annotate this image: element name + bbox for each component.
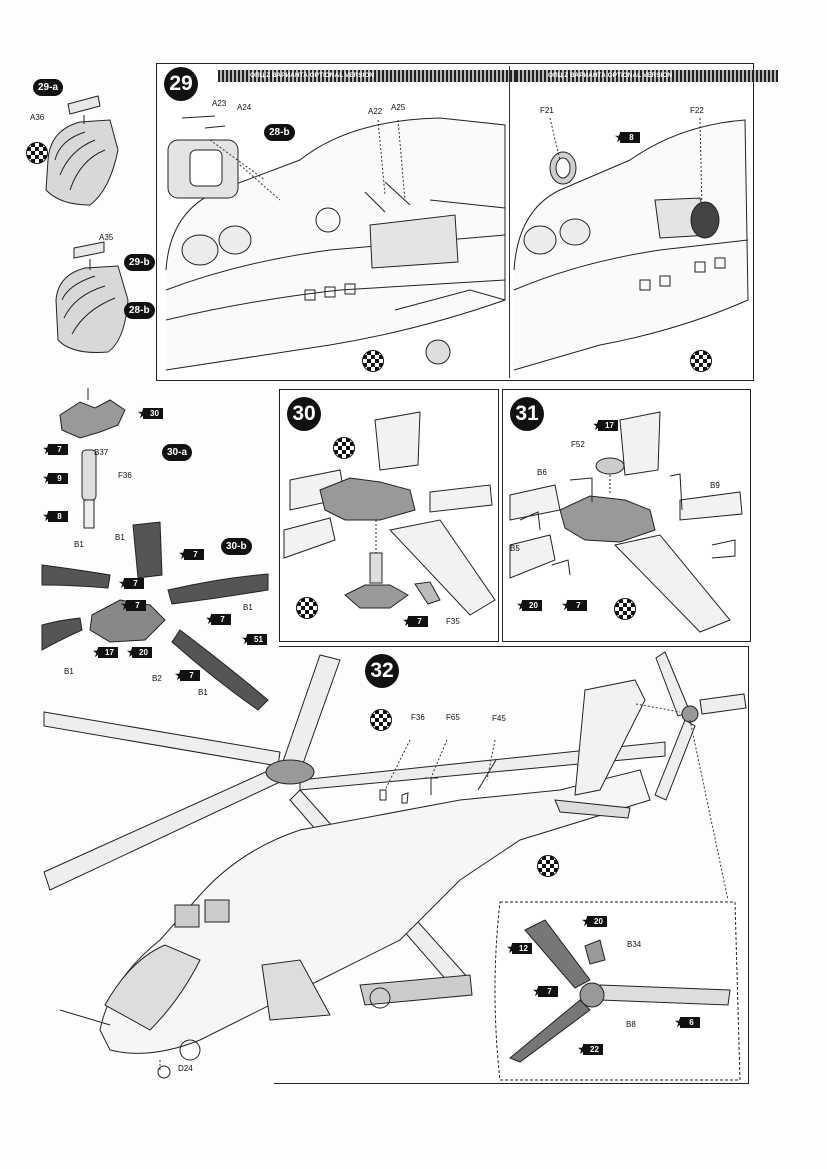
color-ref-star: ★12: [506, 941, 532, 955]
color-ref-star: ★9: [42, 471, 68, 485]
step-28b-ref-tag-panel: 28-b: [264, 124, 295, 141]
color-ref-star: ★51: [241, 632, 267, 646]
color-ref-star: ★7: [118, 576, 144, 590]
part-label-f65: F65: [446, 713, 460, 722]
step-29-number: 29: [164, 67, 198, 101]
optional-version-banner-right: ОПЦ Z ВАРИАНТА OPTIONAL VERSION: [516, 70, 778, 82]
color-ref-star: ★7: [402, 614, 428, 628]
cement-icon: [26, 142, 48, 164]
color-ref-star: ★20: [126, 645, 152, 659]
color-ref-star: ★22: [577, 1042, 603, 1056]
color-ref-star: ★30: [137, 406, 163, 420]
part-label-f21: F21: [540, 106, 554, 115]
color-ref-star: ★7: [205, 612, 231, 626]
part-label-b34: B34: [627, 940, 642, 949]
part-label-a24: A24: [237, 103, 252, 112]
part-label-b1: B1: [74, 540, 84, 549]
step-32-frame-right: [748, 646, 749, 1084]
step-28b-ref-tag: 28-b: [124, 302, 155, 319]
step-32-frame-bottom: [274, 1083, 749, 1084]
part-label-f22: F22: [690, 106, 704, 115]
step-29b-tag: 29-b: [124, 254, 155, 271]
part-label-f52: F52: [571, 440, 585, 449]
color-ref-star: ★17: [92, 645, 118, 659]
cement-icon: [690, 350, 712, 372]
cement-icon: [333, 437, 355, 459]
color-ref-star: ★8: [42, 509, 68, 523]
part-label-b6: B6: [537, 468, 547, 477]
part-label-b9: B9: [710, 481, 720, 490]
part-label-b37: B37: [94, 448, 109, 457]
cement-icon: [370, 709, 392, 731]
cement-icon: [614, 598, 636, 620]
step-30b-tag: 30-b: [221, 538, 252, 555]
part-label-b1: B1: [115, 533, 125, 542]
step-31-number: 31: [510, 397, 544, 431]
color-ref-star: ★7: [120, 598, 146, 612]
part-label-a23: A23: [212, 99, 227, 108]
color-ref-star: ★17: [592, 418, 618, 432]
step-32-number: 32: [365, 654, 399, 688]
part-label-b1: B1: [198, 688, 208, 697]
part-label-f35: F35: [446, 617, 460, 626]
color-ref-star: ★8: [614, 130, 640, 144]
part-label-d24: D24: [178, 1064, 193, 1073]
part-label-b1: B1: [243, 603, 253, 612]
step-29-divider: [509, 66, 510, 378]
step-29a-tag: 29-a: [33, 79, 64, 96]
part-label-a35: A35: [99, 233, 114, 242]
color-ref-star: ★7: [561, 598, 587, 612]
cement-icon: [296, 597, 318, 619]
color-ref-star: ★7: [178, 547, 204, 561]
part-label-a25: A25: [391, 103, 406, 112]
part-label-a22: A22: [368, 107, 383, 116]
part-label-f45: F45: [492, 714, 506, 723]
part-label-b5: B5: [510, 544, 520, 553]
cement-icon: [362, 350, 384, 372]
part-label-b1: B1: [64, 667, 74, 676]
part-label-b2: B2: [152, 674, 162, 683]
color-ref-star: ★7: [532, 984, 558, 998]
step-30a-tag: 30-a: [162, 444, 193, 461]
color-ref-star: ★20: [516, 598, 542, 612]
step-32-frame-top: [279, 646, 749, 647]
color-ref-star: ★20: [581, 914, 607, 928]
step-30-number: 30: [287, 397, 321, 431]
part-label-f36: F36: [118, 471, 132, 480]
color-ref-star: ★7: [42, 442, 68, 456]
part-label-a36: A36: [30, 113, 45, 122]
color-ref-star: ★7: [174, 668, 200, 682]
cement-icon: [537, 855, 559, 877]
part-label-f36: F36: [411, 713, 425, 722]
optional-version-banner-left: ОПЦ Z ВАРИАНТА OPTIONAL VERSION: [218, 70, 533, 82]
color-ref-star: ★6: [674, 1015, 700, 1029]
part-label-b8: B8: [626, 1020, 636, 1029]
